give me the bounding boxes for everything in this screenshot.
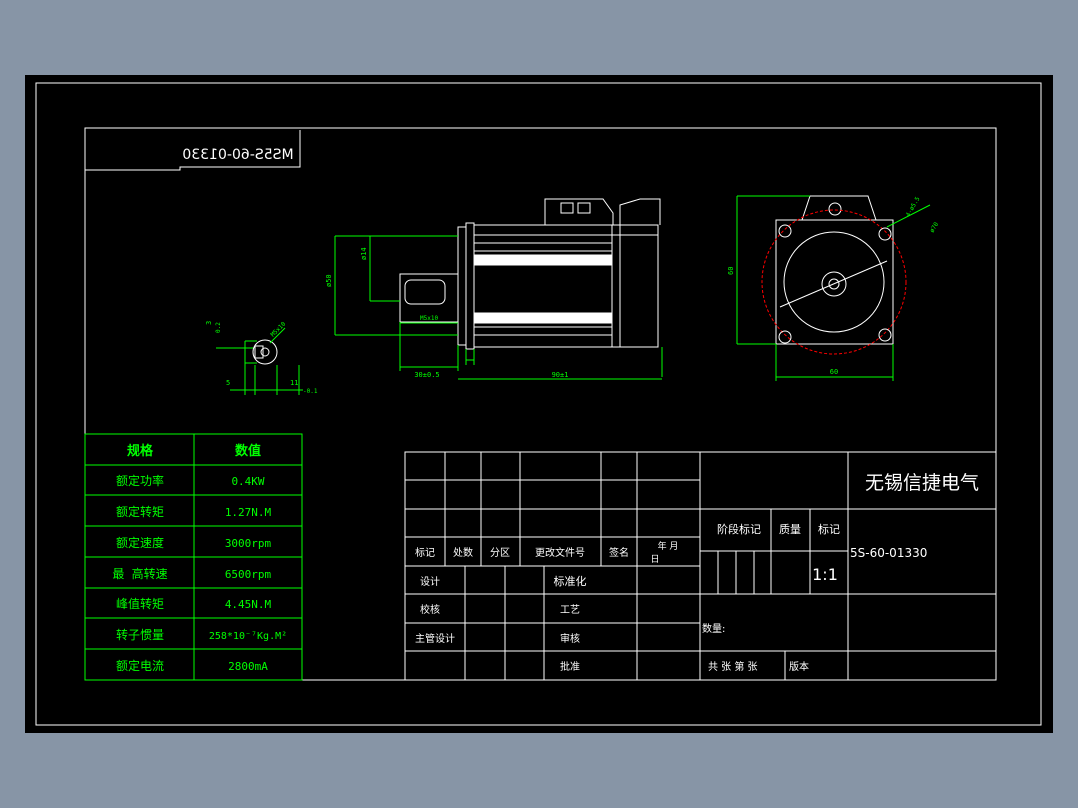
spec-row-name: 峰值转矩 [116, 596, 164, 611]
motor-side-view: 30±0.5 90±1 ø50 ø14 M5x10 [325, 198, 663, 380]
spec-row-value: 6500rpm [225, 568, 272, 581]
spec-row-name: 额定转矩 [116, 504, 164, 519]
version-label: 版本 [789, 660, 809, 673]
part-number-mirrored: MS5S-60-01330 [182, 147, 293, 163]
dim-flange-square: 60 [830, 368, 838, 376]
tb-day: 日 [650, 554, 659, 565]
tb-sign: 签名 [609, 546, 629, 559]
spec-row-name: 额定速度 [116, 535, 164, 550]
spec-row-value: 3000rpm [225, 537, 272, 550]
dim-key-height: 11 [290, 379, 298, 387]
spec-header-value: 数值 [235, 443, 261, 459]
dim-key: M5x10 [420, 315, 438, 322]
dim-holes: 4-ø5.5 [905, 195, 922, 218]
scale-value: 1:1 [812, 565, 838, 584]
tb-chief-design: 主管设计 [415, 632, 455, 645]
dim-key-tol: -0.1 [303, 388, 318, 395]
dim-side-width: 60 [727, 267, 735, 275]
dim-key-bind: M5x10 [269, 320, 287, 338]
spec-header-name: 规格 [127, 443, 154, 459]
tb-check: 校核 [420, 603, 440, 616]
spec-row-name: 额定功率 [116, 473, 164, 488]
drawing-number: 5S-60-01330 [850, 546, 927, 560]
tb-design: 设计 [420, 575, 440, 588]
tb-mark: 标记 [415, 547, 435, 559]
shaft-end-view: 5 11 -0.1 3 0.2 M5x10 [205, 320, 318, 395]
dim-pcd: ø70 [929, 221, 941, 234]
dim-key-width: 5 [226, 379, 230, 387]
tb-standardize: 标准化 [554, 574, 587, 588]
drawing-canvas: MS5S-60-01330 [35, 82, 1042, 726]
dim-flange-dia: ø50 [325, 274, 333, 287]
spec-row-name: 转子惯量 [116, 627, 164, 642]
tb-process: 工艺 [560, 604, 580, 616]
tb-count: 处数 [453, 546, 473, 559]
part-number-box: MS5S-60-01330 [85, 130, 301, 171]
tb-doc-no: 更改文件号 [535, 546, 585, 559]
quantity-label: 数量: [702, 622, 725, 635]
dim-body-length: 90±1 [552, 371, 569, 379]
spec-row-value: 258*10⁻⁷Kg.M² [209, 631, 287, 642]
sheet-info: 共 张 第 张 [708, 660, 758, 673]
company-name: 无锡信捷电气 [865, 472, 979, 494]
stage-mark-label: 阶段标记 [717, 522, 761, 536]
outer-frame [35, 82, 1042, 726]
tb-year-month: 年 月 [658, 540, 679, 552]
spec-row-value: 4.45N.M [225, 598, 272, 611]
spec-row-value: 1.27N.M [225, 506, 272, 519]
inner-frame [84, 127, 997, 681]
weight-label: 质量 [779, 523, 801, 536]
spec-row-value: 0.4KW [231, 475, 264, 488]
mark-label: 标记 [818, 522, 840, 536]
dim-02: 0.2 [215, 322, 222, 333]
title-block: 无锡信捷电气 5S-60-01330 1:1 数量: 共 张 第 张 版本 阶段… [404, 451, 997, 681]
spec-row-name: 最 高转速 [112, 566, 167, 581]
dim-3: 3 [205, 321, 213, 325]
flange-front-view: 60 60 4-ø5.5 ø70 [727, 195, 940, 381]
dim-shaft-dia: ø14 [360, 247, 368, 260]
spec-row-value: 2800mA [228, 660, 268, 673]
tb-review: 审核 [560, 632, 580, 645]
tb-zone: 分区 [490, 547, 510, 559]
spec-table: 规格 数值 额定功率 0.4KW 额定转矩 1.27N.M 额定速度 3000r… [84, 433, 303, 681]
cad-viewport[interactable]: MS5S-60-01330 [25, 75, 1053, 733]
dim-shaft-length: 30±0.5 [414, 371, 439, 379]
spec-row-name: 额定电流 [116, 658, 164, 673]
tb-approve: 批准 [560, 660, 580, 673]
